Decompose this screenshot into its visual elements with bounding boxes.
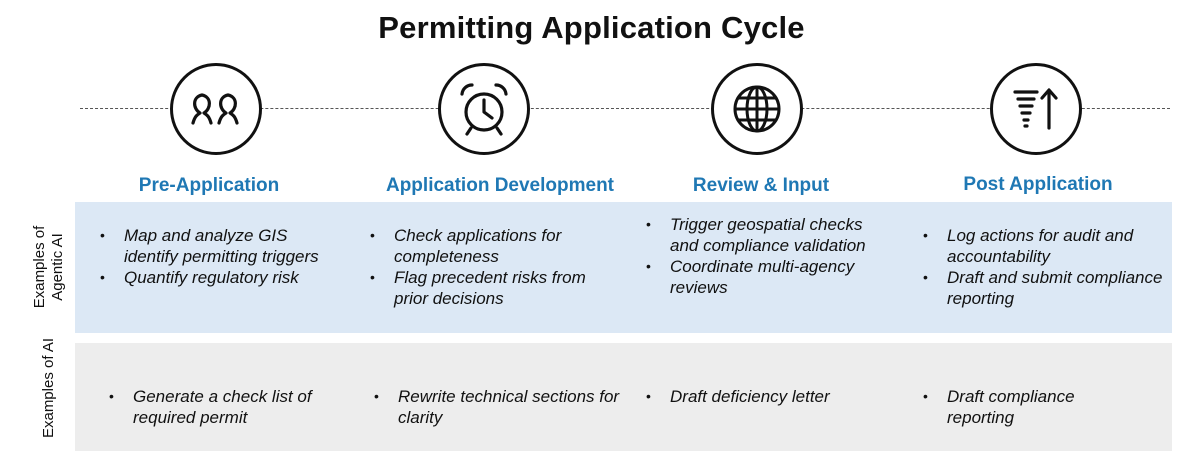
list-item: Trigger geospatial checks and compliance…: [646, 214, 886, 256]
row-label-ai: Examples of AI: [40, 337, 57, 439]
list-item: Coordinate multi-agency reviews: [646, 256, 886, 298]
sort-ascending-icon: [990, 63, 1082, 155]
stage-heading-application-development: Application Development: [385, 175, 615, 196]
ai-list-application-development: Rewrite technical sections for clarity: [374, 386, 624, 428]
stage-heading-review-input: Review & Input: [692, 175, 830, 196]
list-item: Flag precedent risks from prior decision…: [370, 267, 620, 309]
alarm-clock-icon: [438, 63, 530, 155]
agentic-list-pre-application: Map and analyze GIS identify permitting …: [100, 225, 330, 288]
agentic-list-review-input: Trigger geospatial checks and compliance…: [646, 214, 886, 298]
ai-list-review-input: Draft deficiency letter: [646, 386, 886, 407]
list-item: Rewrite technical sections for clarity: [374, 386, 624, 428]
list-item: Quantify regulatory risk: [100, 267, 330, 288]
globe-icon: [711, 63, 803, 155]
list-item: Draft compliance reporting: [923, 386, 1123, 428]
ai-list-post-application: Draft compliance reporting: [923, 386, 1123, 428]
agentic-list-application-development: Check applications for completeness Flag…: [370, 225, 620, 309]
list-item: Generate a check list of required permit: [109, 386, 339, 428]
list-item: Check applications for completeness: [370, 225, 620, 267]
list-item: Map and analyze GIS identify permitting …: [100, 225, 330, 267]
people-icon: [170, 63, 262, 155]
agentic-list-post-application: Log actions for audit and accountability…: [923, 225, 1163, 309]
stage-heading-pre-application: Pre-Application: [138, 175, 280, 196]
row-label-agentic-ai: Examples of Agentic AI: [31, 225, 66, 309]
stage-heading-post-application: Post Application: [963, 174, 1113, 195]
timeline-dashed-line: [80, 108, 1170, 109]
ai-list-pre-application: Generate a check list of required permit: [109, 386, 339, 428]
diagram-title: Permitting Application Cycle: [378, 10, 805, 45]
list-item: Draft and submit compliance reporting: [923, 267, 1163, 309]
list-item: Draft deficiency letter: [646, 386, 886, 407]
list-item: Log actions for audit and accountability: [923, 225, 1163, 267]
